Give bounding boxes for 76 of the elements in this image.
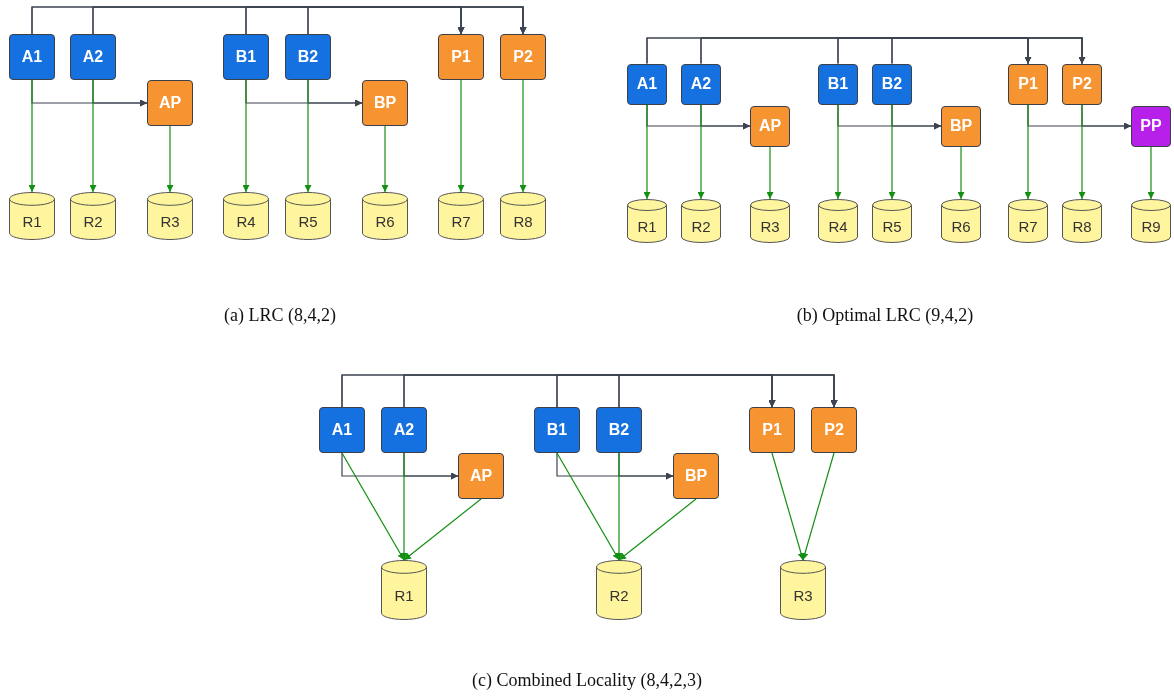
storage-cylinder: R1 <box>9 192 55 240</box>
storage-cylinder: R6 <box>362 192 408 240</box>
data-block: A1 <box>627 63 667 105</box>
storage-cylinder: R2 <box>681 199 721 243</box>
arrow <box>1078 103 1086 200</box>
arrow <box>771 452 805 561</box>
parity-block: P2 <box>1062 63 1102 105</box>
storage-cylinder: R2 <box>596 560 642 620</box>
arrow <box>166 125 174 193</box>
storage-cylinder: R8 <box>500 192 546 240</box>
storage-cylinder: R9 <box>1131 199 1171 243</box>
data-block: B2 <box>596 407 642 453</box>
data-block: B1 <box>818 63 858 105</box>
arrow <box>834 103 842 200</box>
data-block: A1 <box>319 407 365 453</box>
arrow <box>1147 145 1155 200</box>
arrow <box>888 103 896 200</box>
arrow <box>697 103 705 200</box>
storage-cylinder: R5 <box>872 199 912 243</box>
arrow <box>643 103 651 200</box>
parity-block: AP <box>750 105 790 147</box>
parity-block: BP <box>673 453 719 499</box>
data-block: B1 <box>223 34 269 80</box>
arrow <box>381 125 389 193</box>
arrow <box>801 452 835 561</box>
storage-cylinder: R2 <box>70 192 116 240</box>
arrow <box>304 79 312 193</box>
arrow <box>403 498 482 561</box>
arrow <box>618 498 697 561</box>
arrow <box>556 452 620 561</box>
parity-block: P1 <box>438 34 484 80</box>
arrow <box>615 452 623 561</box>
data-block: B2 <box>285 34 331 80</box>
parity-block: P2 <box>500 34 546 80</box>
storage-cylinder: R3 <box>750 199 790 243</box>
figure-caption: (b) Optimal LRC (9,4,2) <box>796 305 974 326</box>
storage-cylinder: R3 <box>780 560 826 620</box>
storage-cylinder: R7 <box>1008 199 1048 243</box>
arrow <box>307 6 527 35</box>
parity-block: P2 <box>811 407 857 453</box>
parity-block: BP <box>362 80 408 126</box>
parity-block: BP <box>941 105 981 147</box>
data-block: A2 <box>681 63 721 105</box>
arrow <box>400 452 408 561</box>
arrow <box>341 452 405 561</box>
arrow <box>766 145 774 200</box>
arrow <box>242 79 250 193</box>
storage-cylinder: R4 <box>223 192 269 240</box>
storage-cylinder: R1 <box>627 199 667 243</box>
figure-caption: (c) Combined Locality (8,4,2,3) <box>472 670 702 691</box>
arrow <box>891 37 1086 65</box>
data-block: A1 <box>9 34 55 80</box>
parity-block: PP <box>1131 105 1171 147</box>
storage-cylinder: R4 <box>818 199 858 243</box>
storage-cylinder: R8 <box>1062 199 1102 243</box>
parity-block: P1 <box>749 407 795 453</box>
arrow <box>457 79 465 193</box>
parity-block: P1 <box>1008 63 1048 105</box>
arrow <box>519 79 527 193</box>
arrow <box>618 374 838 408</box>
data-block: A2 <box>381 407 427 453</box>
storage-cylinder: R6 <box>941 199 981 243</box>
data-block: A2 <box>70 34 116 80</box>
parity-block: AP <box>458 453 504 499</box>
storage-cylinder: R7 <box>438 192 484 240</box>
data-block: B2 <box>872 63 912 105</box>
arrow <box>1024 103 1032 200</box>
arrow <box>28 79 36 193</box>
arrow <box>957 145 965 200</box>
arrow <box>89 79 97 193</box>
storage-cylinder: R5 <box>285 192 331 240</box>
data-block: B1 <box>534 407 580 453</box>
parity-block: AP <box>147 80 193 126</box>
storage-cylinder: R3 <box>147 192 193 240</box>
figure-caption: (a) LRC (8,4,2) <box>224 305 336 326</box>
storage-cylinder: R1 <box>381 560 427 620</box>
